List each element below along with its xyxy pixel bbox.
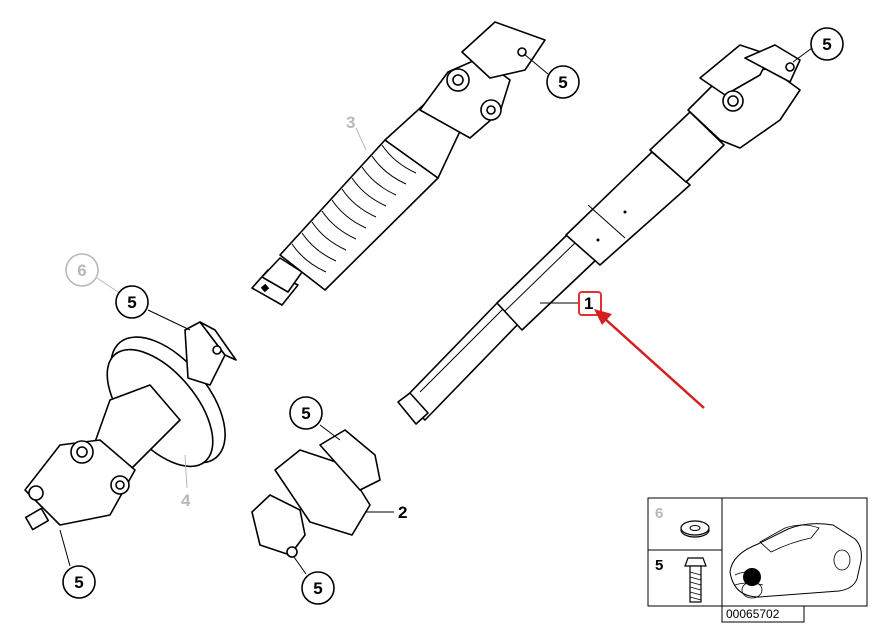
washer-icon xyxy=(680,520,710,538)
reference-number: 00065702 xyxy=(726,607,780,621)
legend-bolt-label: 5 xyxy=(655,557,663,574)
svg-text:5: 5 xyxy=(313,579,322,598)
small-coupling-part-2: 2 xyxy=(251,429,407,558)
callout-5-left-top: 5 xyxy=(115,285,191,331)
callout-6-left-top: 6 xyxy=(65,253,119,293)
steering-shaft-part-1: 1 xyxy=(397,44,801,425)
callout-5-middle-bottom: 5 xyxy=(293,556,335,605)
legend-box: 6 5 00065702 xyxy=(647,497,868,623)
legend-washer-label: 6 xyxy=(655,505,663,522)
svg-text:5: 5 xyxy=(822,35,831,54)
part-1-highlight-box xyxy=(578,291,602,316)
callout-5-top-right: 5 xyxy=(792,27,844,63)
location-marker-icon xyxy=(743,568,761,586)
red-arrow-icon xyxy=(594,309,705,409)
part-4-label: 4 xyxy=(181,491,191,510)
flex-coupling-part-4: 4 xyxy=(24,321,237,531)
callout-5-middle: 5 xyxy=(289,396,341,441)
svg-text:5: 5 xyxy=(127,293,136,312)
callout-5-shaft-3: 5 xyxy=(523,53,580,99)
part-2-label: 2 xyxy=(398,503,407,522)
svg-text:5: 5 xyxy=(301,404,310,423)
svg-text:5: 5 xyxy=(74,573,83,592)
bolt-icon xyxy=(684,557,707,603)
svg-text:5: 5 xyxy=(558,73,567,92)
car-location-icon xyxy=(729,523,862,599)
part-1-label: 1 xyxy=(584,294,593,313)
bellows-shaft-part-3: 3 xyxy=(251,21,546,306)
svg-text:6: 6 xyxy=(77,261,86,280)
callout-5-left-bottom: 5 xyxy=(59,529,96,599)
part-3-label: 3 xyxy=(346,113,355,132)
